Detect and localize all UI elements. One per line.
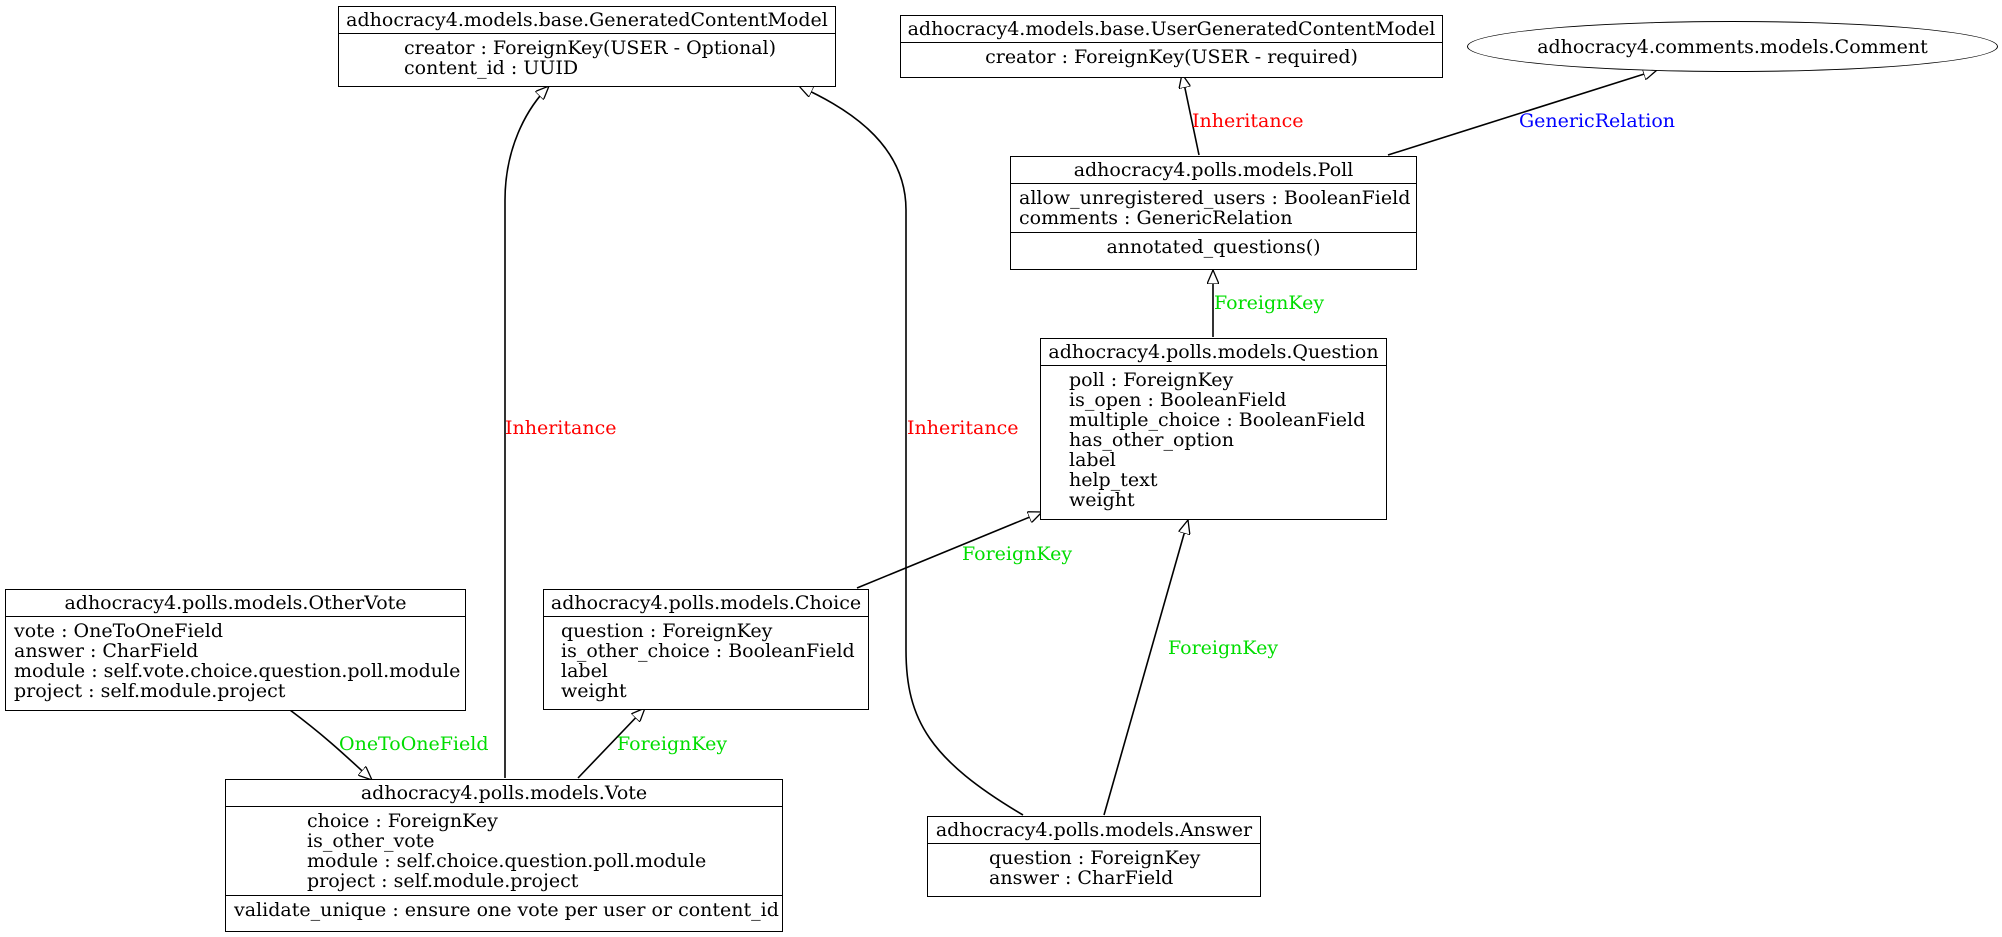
class-title: adhocracy4.comments.models.Comment <box>1537 35 1928 58</box>
class-fields: creator : ForeignKey(USER - required) <box>901 42 1442 71</box>
label-vote-foreignkey: ForeignKey <box>617 733 728 755</box>
class-title: adhocracy4.models.base.GeneratedContentM… <box>346 9 828 31</box>
node-generated-content-model: adhocracy4.models.base.GeneratedContentM… <box>338 6 836 87</box>
field: answer : CharField <box>989 867 1174 889</box>
edge-vote-inheritance <box>504 86 549 778</box>
edge-answer-question <box>1103 520 1188 816</box>
edge-othervote-vote <box>289 709 372 780</box>
class-fields: question : ForeignKey is_other_choice : … <box>544 616 868 705</box>
field: content_id : UUID <box>404 57 579 79</box>
field: question : ForeignKey <box>561 620 773 642</box>
field: creator : ForeignKey(USER - Optional) <box>404 37 777 59</box>
class-methods: validate_unique : ensure one vote per us… <box>226 895 782 924</box>
node-choice: adhocracy4.polls.models.Choice question … <box>543 589 869 710</box>
field: multiple_choice : BooleanField <box>1069 409 1366 431</box>
field: creator : ForeignKey(USER - required) <box>985 46 1358 68</box>
node-question: adhocracy4.polls.models.Question poll : … <box>1040 338 1387 520</box>
label-poll-generic-relation: GenericRelation <box>1519 110 1676 132</box>
class-methods: annotated_questions() <box>1011 232 1416 261</box>
class-title: adhocracy4.polls.models.OtherVote <box>64 592 407 614</box>
class-fields: allow_unregistered_users : BooleanField … <box>1011 183 1416 232</box>
field: weight <box>1069 489 1135 511</box>
edge-poll-comment <box>1387 70 1657 156</box>
field: vote : OneToOneField <box>14 620 224 642</box>
label-question-foreignkey: ForeignKey <box>1214 292 1325 314</box>
node-comment: adhocracy4.comments.models.Comment <box>1467 21 1998 72</box>
field: label <box>561 660 608 682</box>
class-title: adhocracy4.polls.models.Choice <box>550 592 862 614</box>
edge-poll-inheritance <box>1182 74 1200 156</box>
field: project : self.module.project <box>307 870 579 892</box>
field: help_text <box>1069 469 1158 491</box>
label-othervote-onetoone: OneToOneField <box>339 733 489 755</box>
class-fields: vote : OneToOneField answer : CharField … <box>6 616 465 705</box>
class-title: adhocracy4.models.base.UserGeneratedCont… <box>907 18 1436 40</box>
field: allow_unregistered_users : BooleanField <box>1019 187 1411 209</box>
class-title: adhocracy4.polls.models.Poll <box>1073 159 1354 181</box>
class-title: adhocracy4.polls.models.Answer <box>935 819 1253 841</box>
class-fields: poll : ForeignKey is_open : BooleanField… <box>1041 365 1386 514</box>
field: answer : CharField <box>14 640 199 662</box>
class-title: adhocracy4.polls.models.Question <box>1048 341 1379 363</box>
class-fields: choice : ForeignKey is_other_vote module… <box>226 806 782 895</box>
field: weight <box>561 680 627 702</box>
field: choice : ForeignKey <box>307 810 498 832</box>
field: is_other_choice : BooleanField <box>561 640 855 662</box>
field: comments : GenericRelation <box>1019 207 1293 229</box>
label-answer-foreignkey: ForeignKey <box>1168 637 1279 659</box>
field: is_other_vote <box>307 830 435 852</box>
field: label <box>1069 449 1116 471</box>
field: project : self.module.project <box>14 680 286 702</box>
field: is_open : BooleanField <box>1069 389 1287 411</box>
label-vote-inheritance: Inheritance <box>505 417 617 439</box>
node-other-vote: adhocracy4.polls.models.OtherVote vote :… <box>5 589 466 711</box>
label-choice-foreignkey: ForeignKey <box>962 543 1073 565</box>
node-answer: adhocracy4.polls.models.Answer question … <box>927 816 1261 897</box>
field: poll : ForeignKey <box>1069 369 1234 391</box>
edge-vote-choice <box>577 708 645 779</box>
label-poll-inheritance: Inheritance <box>1192 110 1304 132</box>
class-fields: question : ForeignKey answer : CharField <box>928 843 1260 892</box>
node-poll: adhocracy4.polls.models.Poll allow_unreg… <box>1010 156 1417 270</box>
node-vote: adhocracy4.polls.models.Vote choice : Fo… <box>225 779 783 932</box>
node-user-generated-content-model: adhocracy4.models.base.UserGeneratedCont… <box>900 15 1443 78</box>
field: module : self.choice.question.poll.modul… <box>307 850 707 872</box>
label-answer-inheritance: Inheritance <box>907 417 1019 439</box>
edge-choice-question <box>856 512 1042 589</box>
field: has_other_option <box>1069 429 1234 451</box>
class-fields: creator : ForeignKey(USER - Optional) co… <box>339 33 835 82</box>
class-title: adhocracy4.polls.models.Vote <box>360 782 648 804</box>
field: module : self.vote.choice.question.poll.… <box>14 660 461 682</box>
edge-answer-inheritance <box>799 85 1024 816</box>
field: question : ForeignKey <box>989 847 1201 869</box>
method: annotated_questions() <box>1106 236 1321 258</box>
method: validate_unique : ensure one vote per us… <box>234 899 779 921</box>
